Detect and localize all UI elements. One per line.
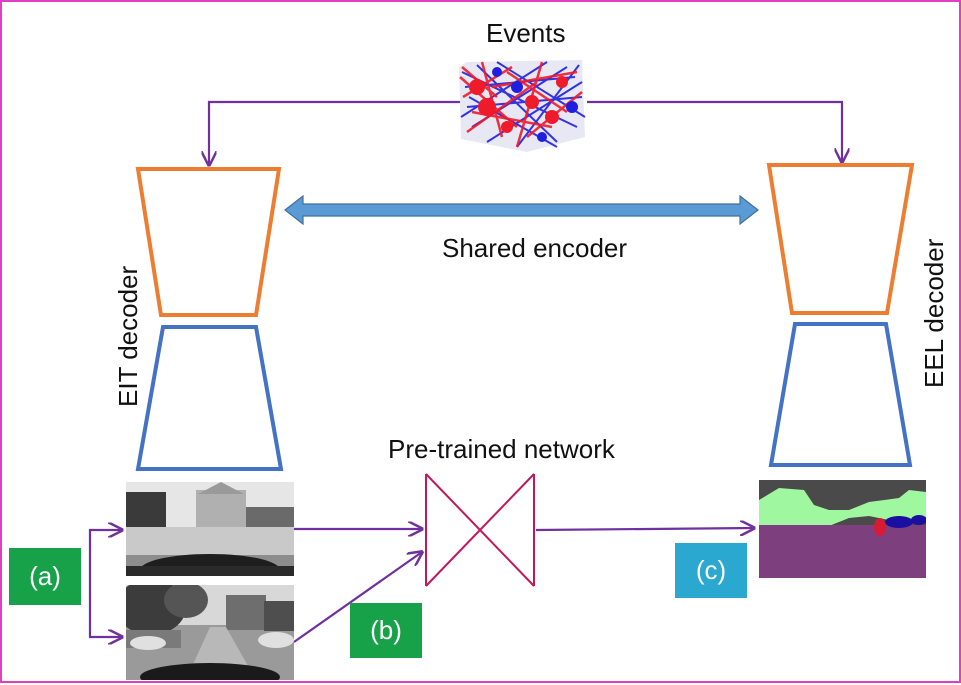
events-to-eit-arrow <box>209 100 462 165</box>
real-image-to-network-arrow <box>293 552 422 643</box>
pretrained-network-label: Pre-trained network <box>388 434 615 464</box>
eit-encoder-trapezoid <box>135 167 282 317</box>
bracket-arrow-b <box>88 588 122 637</box>
eel-decoder-label: EEL decoder <box>919 238 949 388</box>
grayscale-photo-image <box>126 585 294 680</box>
events-volume-image <box>459 60 586 152</box>
events-to-eel-arrow <box>587 100 842 162</box>
eit-decoder-trapezoid <box>135 325 284 471</box>
eel-encoder-trapezoid <box>766 163 915 315</box>
eit-reconstruction-image <box>126 482 294 576</box>
segmentation-output-image <box>759 480 926 578</box>
eel-decoder-trapezoid <box>768 322 913 467</box>
eit-decoder-label: EIT decoder <box>113 265 143 407</box>
pretrained-network-icon <box>425 473 535 587</box>
badge-b: (b) <box>350 603 422 658</box>
bracket-arrow-a <box>88 530 122 588</box>
shared-encoder-double-arrow <box>284 194 759 226</box>
shared-encoder-label: Shared encoder <box>442 233 628 263</box>
badge-a: (a) <box>9 548 81 605</box>
network-to-segmentation-arrow <box>535 528 754 530</box>
events-label: Events <box>486 18 566 48</box>
badge-c: (c) <box>675 543 747 598</box>
